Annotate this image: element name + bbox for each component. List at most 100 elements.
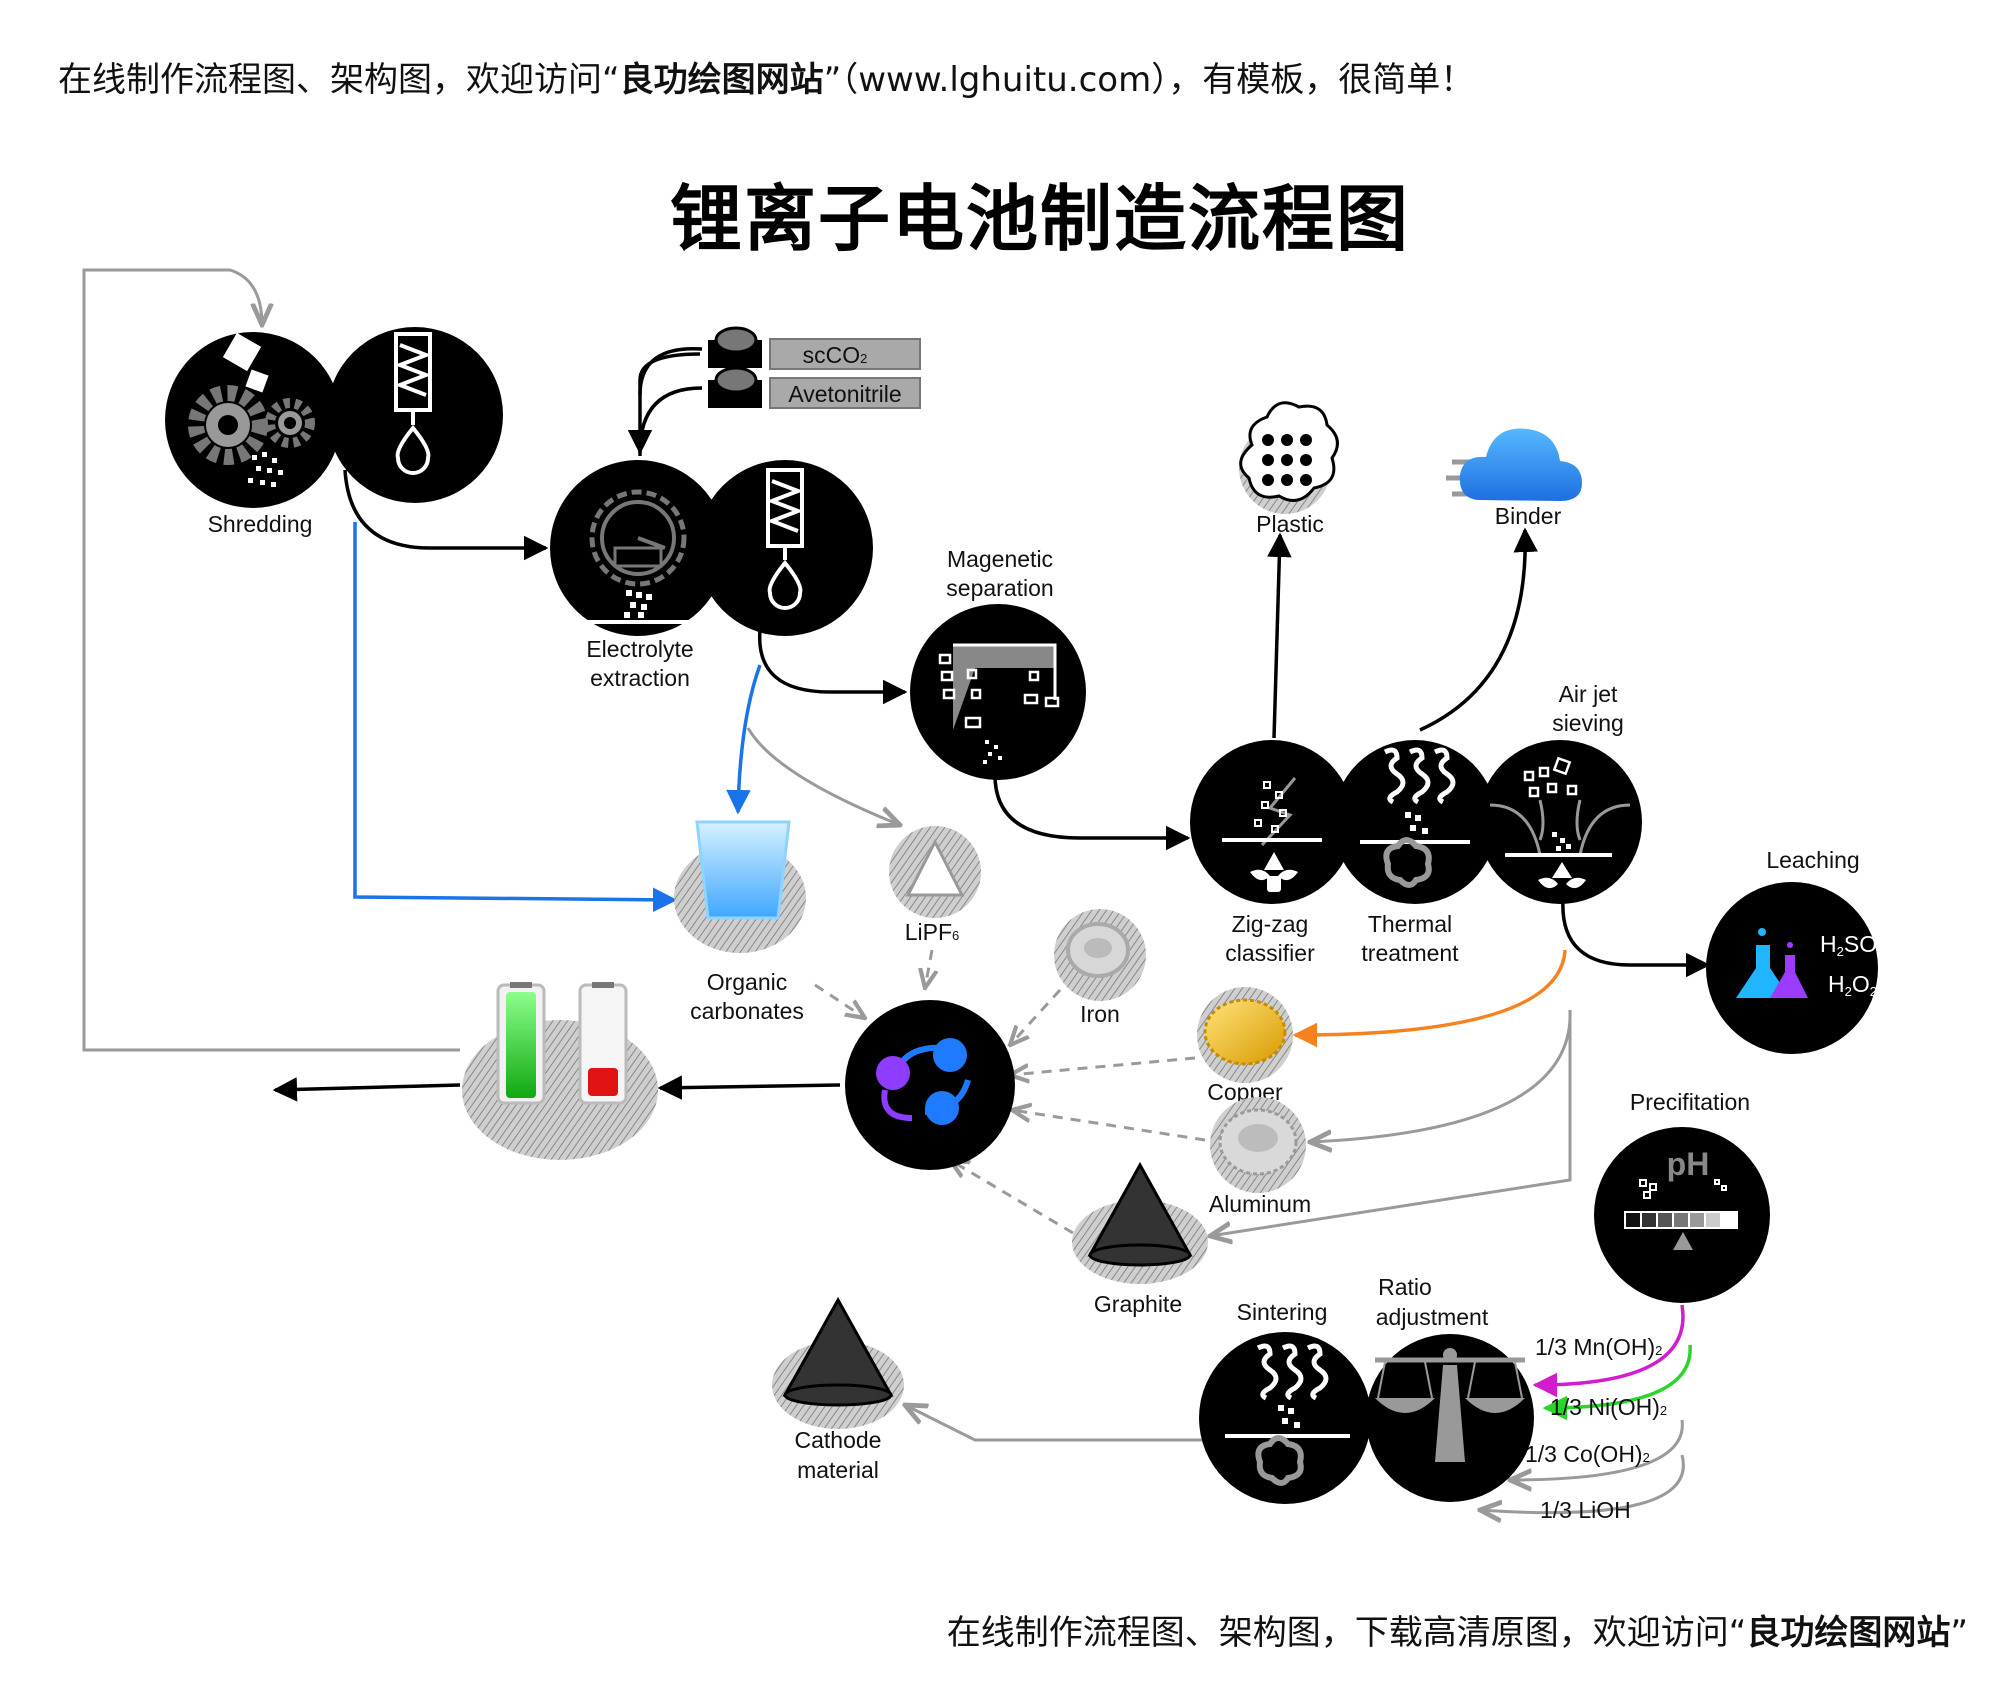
precipitate-icon: [1639, 1179, 1727, 1199]
fan-icon: [1250, 852, 1298, 892]
ph-scale-icon: [1624, 1211, 1738, 1229]
arrow-solvents-to-electrolyte: [638, 352, 701, 456]
h2o2-label: H2O2: [1828, 971, 1877, 999]
green-battery-icon: [496, 982, 546, 1105]
organic-carbonates-output[interactable]: Organic carbonates: [674, 820, 806, 1024]
dust-icon: [983, 740, 1002, 764]
dropper-icon: [766, 468, 804, 610]
arrow-airjet-to-leaching: [1561, 899, 1711, 978]
header-banner: 在线制作流程图、架构图，欢迎访问“良功绘图网站”（www.lghuitu.com…: [58, 52, 1474, 101]
sintering-node[interactable]: Sintering: [1199, 1299, 1371, 1504]
electrolyte-label-1: Electrolyte: [586, 636, 693, 662]
solvent-scco2[interactable]: scCO2: [708, 326, 921, 370]
salt-pile-icon: [905, 838, 965, 897]
thermal-label-1: Thermal: [1368, 911, 1452, 937]
arrow-shredding-to-organic: [353, 522, 678, 913]
fines-icon: [1552, 832, 1571, 851]
fan-icon: [1538, 862, 1586, 889]
iron-label: Iron: [1080, 1001, 1120, 1027]
plastic-label: Plastic: [1256, 511, 1324, 537]
heat-waves-icon: [1256, 1343, 1329, 1401]
ratio-label-1: Ratio: [1378, 1274, 1432, 1300]
arrow-organic-to-center: [814, 983, 865, 1018]
shred-pieces-icon: [222, 332, 269, 393]
battery-product[interactable]: [462, 982, 658, 1160]
cathode-label-1: Cathode: [795, 1427, 882, 1453]
airjet-label-1: Air jet: [1559, 681, 1618, 707]
scco2-label: scCO: [803, 342, 861, 368]
arrow-electrolyte-to-lipf: [746, 727, 900, 825]
sieve-particles-icon: [1523, 756, 1578, 798]
airjet-label-2: sieving: [1552, 710, 1624, 736]
arrow-magnetic-to-zigzag: [993, 774, 1191, 851]
assembly-nodes-icon: [876, 1038, 971, 1125]
cathode-material-output[interactable]: Cathode material: [772, 1296, 904, 1483]
pellet-dots: [1262, 434, 1312, 486]
plastic-output[interactable]: Plastic: [1239, 401, 1339, 537]
metal-scraps-icon: [938, 653, 1060, 729]
cathode-pile-icon: [782, 1296, 894, 1397]
lipf-label: LiPF: [905, 919, 952, 945]
arrow-zigzag-to-plastic: [1267, 532, 1292, 739]
precipitation-label: Precifitation: [1630, 1089, 1750, 1115]
shredding-node[interactable]: Shredding: [165, 327, 503, 537]
granules-icon: [1278, 1405, 1300, 1428]
svg-text:1/3 Mn(OH)2: 1/3 Mn(OH)2: [1535, 1334, 1662, 1360]
arrow-battery-to-output: [272, 1077, 461, 1102]
footer-banner-brand[interactable]: 良功绘图网站: [1746, 1613, 1951, 1653]
fragments-icon: [1254, 781, 1287, 833]
solvent-avetonitrile[interactable]: Avetonitrile: [708, 366, 921, 409]
loop-back-arrow: [82, 268, 460, 1052]
ph-label: pH: [1667, 1146, 1710, 1182]
shredding-label: Shredding: [208, 511, 313, 537]
arrow-electrolyte-to-organic: [726, 664, 762, 815]
arrow-avetonitrile-line: [627, 386, 703, 455]
pressure-gauge-icon: [589, 489, 687, 587]
leaching-label: Leaching: [1766, 847, 1859, 873]
electrolyte-extraction-node[interactable]: Electrolyte extraction: [550, 460, 873, 691]
graphite-label: Graphite: [1094, 1291, 1182, 1317]
graphite-output[interactable]: Graphite: [1072, 1161, 1208, 1317]
cell-assembly-node[interactable]: [845, 1000, 1015, 1170]
connectors: [82, 268, 1711, 1513]
arrow-sintering-to-cathode: [905, 1405, 1205, 1442]
footer-banner-prefix: 在线制作流程图、架构图，下载高清原图，欢迎访问“: [946, 1613, 1747, 1653]
zigzag-label-2: classifier: [1225, 940, 1315, 966]
cathode-label-2: material: [797, 1457, 879, 1483]
copper-output[interactable]: Copper: [1197, 987, 1293, 1105]
magnetic-separation-node[interactable]: Magenetic separation: [910, 546, 1086, 780]
thermal-treatment-node[interactable]: Thermal treatment: [1333, 740, 1497, 966]
arrow-lipf-to-center: [925, 949, 932, 988]
arrow-airjet-to-aluminum: [1310, 1009, 1572, 1142]
reagent-mn: 1/3 Mn(OH): [1535, 1334, 1655, 1360]
binder-output[interactable]: Binder: [1446, 428, 1582, 529]
reagent-lioh: 1/3 LiOH: [1540, 1497, 1631, 1523]
leaching-node[interactable]: H2SO4 H2O2 Leaching: [1706, 847, 1884, 1054]
binder-label: Binder: [1495, 503, 1562, 529]
cloud-icon: [1459, 428, 1582, 501]
red-battery-icon: [578, 982, 628, 1105]
zigzag-classifier-node[interactable]: Zig-zag classifier: [1190, 740, 1354, 966]
arrow-center-to-battery: [657, 1075, 841, 1100]
svg-text:1/3 Ni(OH)2: 1/3 Ni(OH)2: [1550, 1394, 1667, 1420]
thermal-label-2: treatment: [1361, 940, 1459, 966]
air-jet-sieving-node[interactable]: Air jet sieving: [1478, 681, 1642, 904]
flasks-icon: [1736, 928, 1808, 998]
lipf6-output[interactable]: LiPF6: [889, 826, 981, 945]
aluminum-output[interactable]: Aluminum: [1209, 1097, 1311, 1217]
zigzag-label-1: Zig-zag: [1232, 911, 1309, 937]
iron-output[interactable]: Iron: [1054, 909, 1146, 1027]
ratio-adjustment-node[interactable]: Ratio adjustment: [1366, 1274, 1534, 1502]
reagent-co: 1/3 Co(OH): [1525, 1441, 1643, 1467]
arrow-thermal-to-binder: [1419, 527, 1538, 732]
magnetic-label-2: separation: [946, 575, 1053, 601]
arrow-copper-to-center: [1010, 1056, 1196, 1075]
header-banner-suffix: ”（www.lghuitu.com），有模板，很简单！: [823, 60, 1475, 100]
footer-banner-suffix: ”: [1950, 1613, 1968, 1653]
arrow-scco2-line: [638, 346, 703, 396]
header-banner-brand[interactable]: 良功绘图网站: [619, 60, 824, 100]
magnetic-label-1: Magenetic: [947, 546, 1053, 572]
flame-icon: [1383, 837, 1432, 888]
precipitation-node[interactable]: pH Precifitation: [1594, 1089, 1770, 1303]
